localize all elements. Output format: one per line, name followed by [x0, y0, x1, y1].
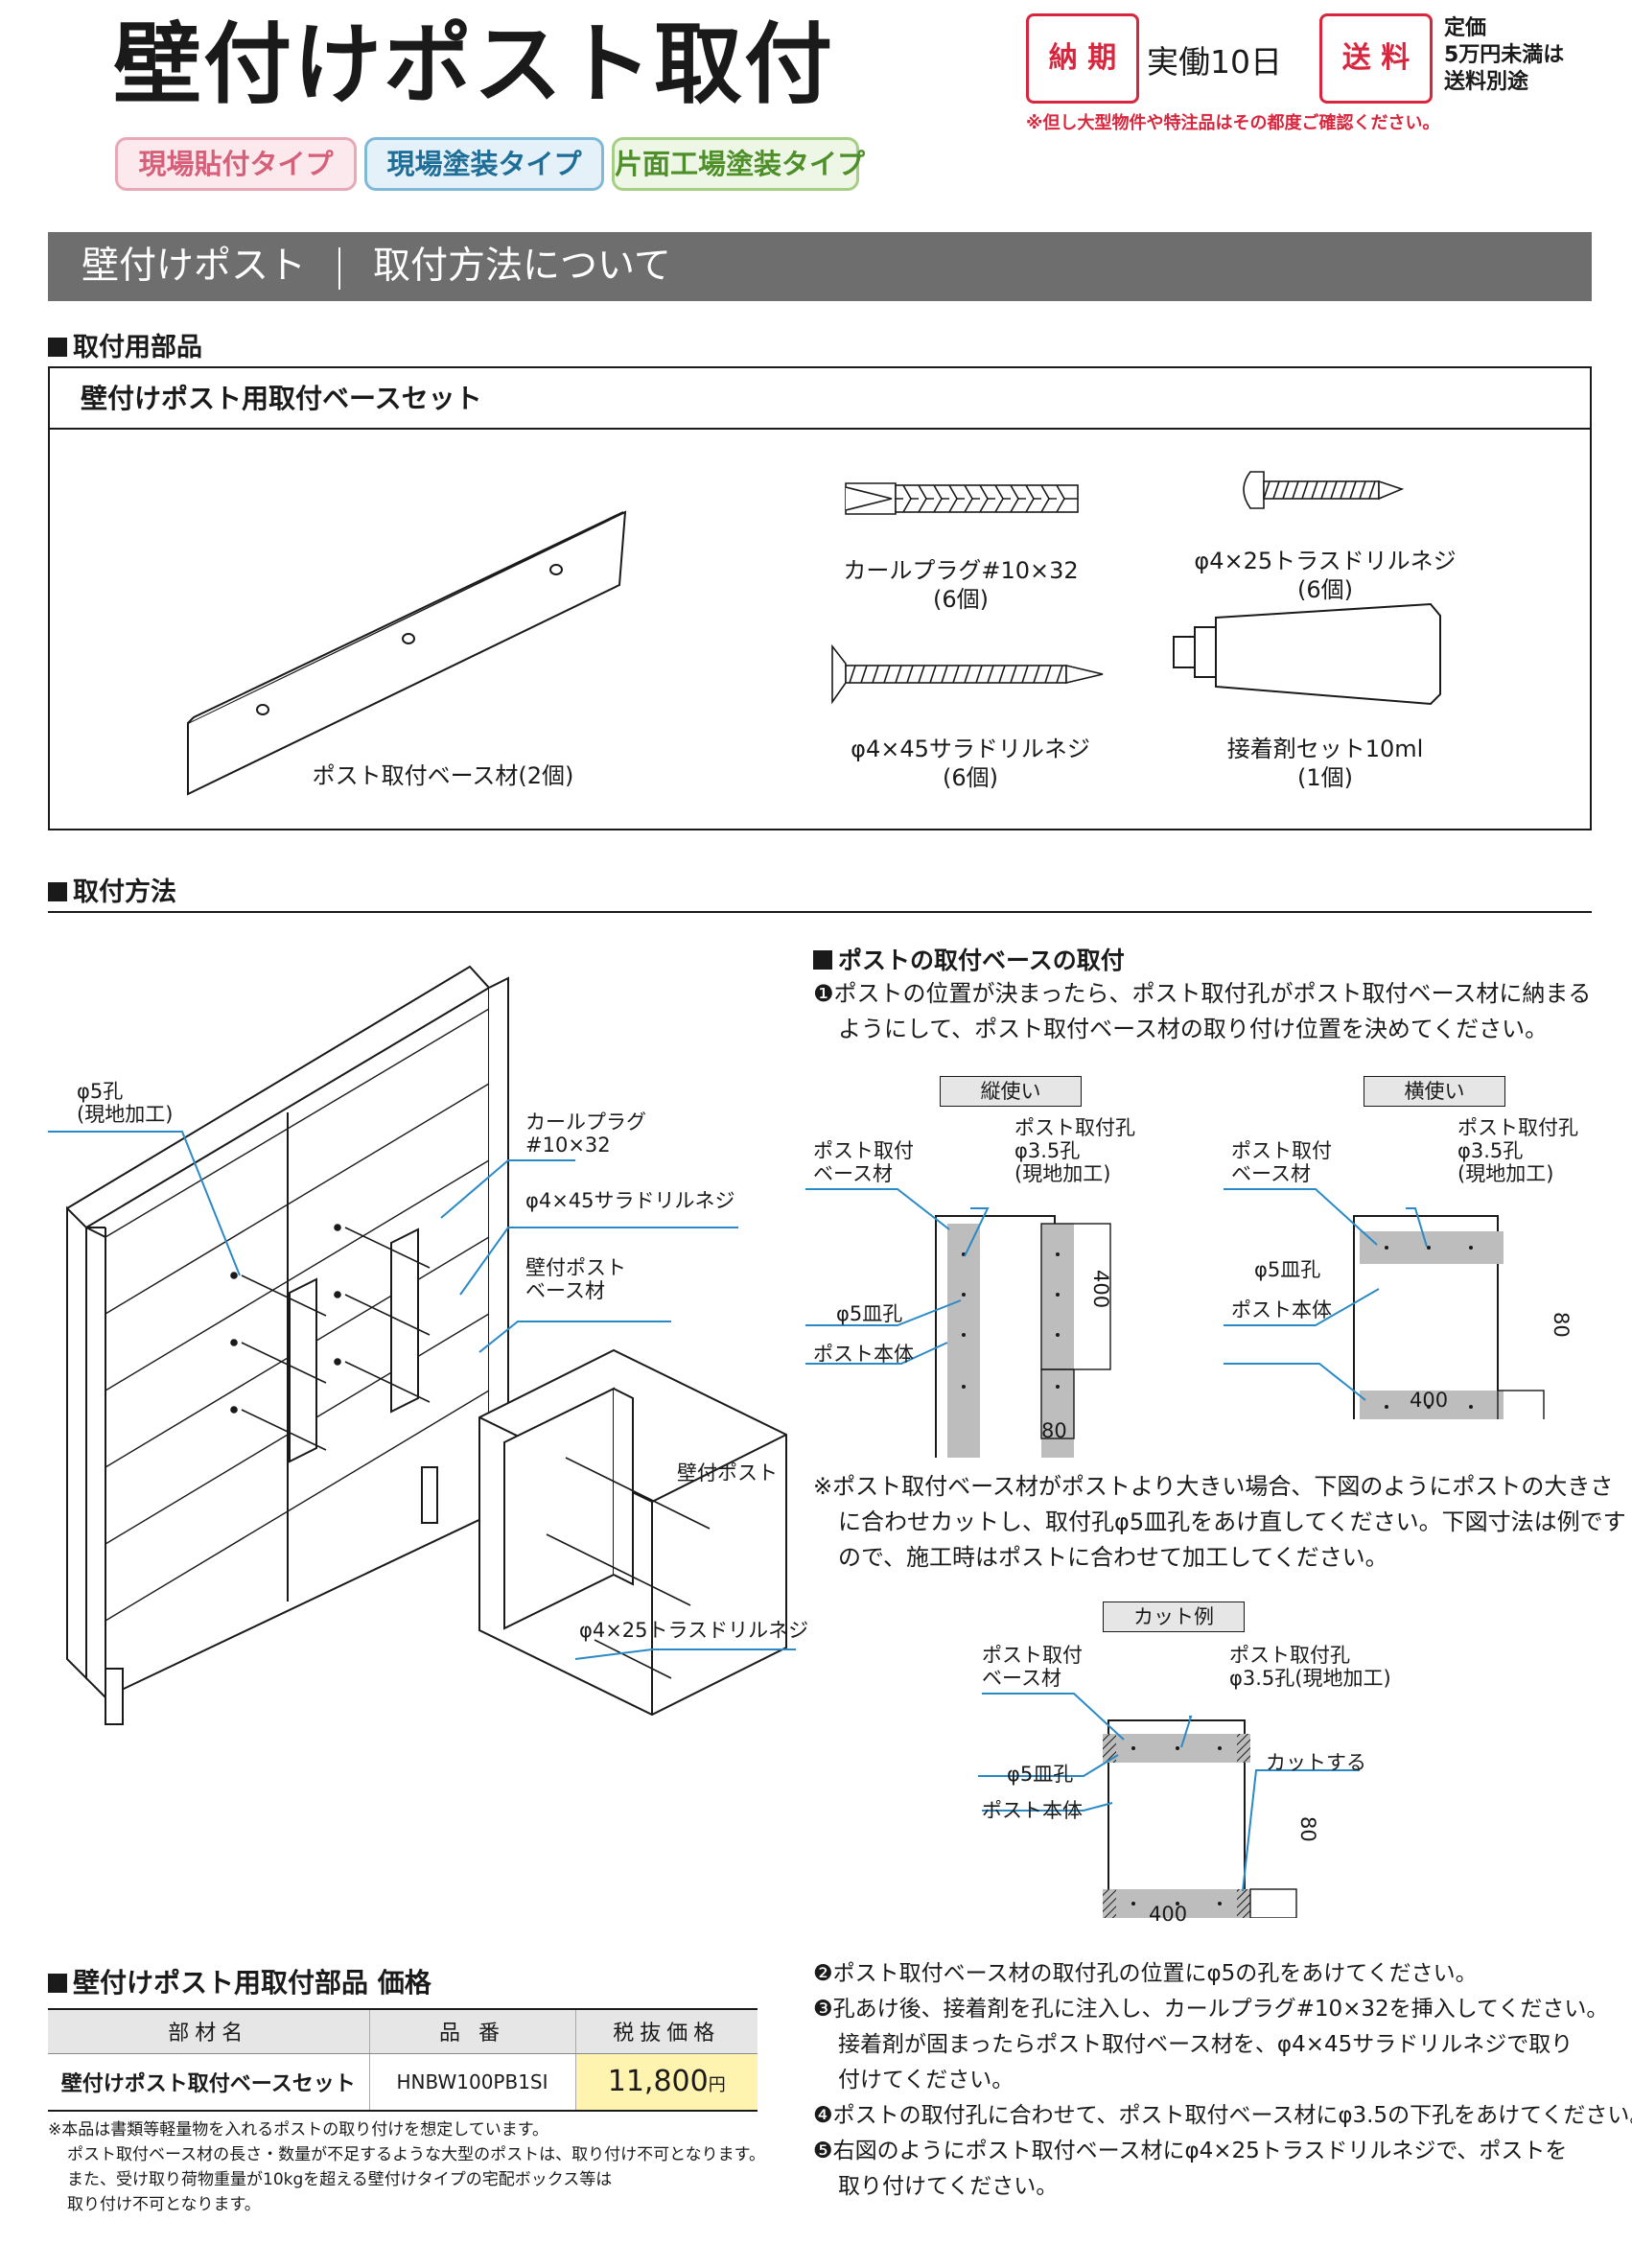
horizontal-dim-height: 80: [1550, 1312, 1573, 1338]
row-name: 壁付けポスト取付ベースセット: [48, 2053, 369, 2112]
steps-list: ❷ポスト取付ベース材の取付孔の位置にφ5の孔をあけてください。 ❸孔あけ後、接着…: [813, 1956, 1632, 2205]
sub-heading: ポストの取付ベースの取付: [813, 942, 1125, 976]
cut-dim-width: 400: [1149, 1903, 1188, 1926]
cut-do-label: カットする: [1266, 1751, 1366, 1774]
step-4: ❹ポストの取付孔に合わせて、ポスト取付ベース材にφ3.5の下孔をあけてください。: [813, 2103, 1632, 2128]
base-plate-illustration: [187, 510, 627, 796]
installation-diagram: [48, 965, 796, 1725]
col-code: 品 番: [368, 2008, 575, 2054]
vertical-hole-label: ポスト取付孔 φ3.5孔 (現地加工): [1014, 1116, 1135, 1185]
step-5: ❺右図のようにポスト取付ベース材にφ4×25トラスドリルネジで、ポストを: [813, 2139, 1568, 2163]
horizontal-base-label: ポスト取付 ベース材: [1231, 1139, 1332, 1185]
label-curl-plug: カールプラグ #10×32: [525, 1111, 646, 1157]
header-notice: ※但し大型物件や特注品はその都度ご確認ください。: [1026, 113, 1440, 133]
caption-curl-plug: カールプラグ#10×32 (6個): [843, 557, 1079, 613]
table-row: 壁付けポスト取付ベースセット HNBW100PB1SI 11,800円: [48, 2053, 758, 2112]
cut-dim-height: 80: [1296, 1816, 1319, 1842]
label-base: 壁付ポスト ベース材: [525, 1256, 626, 1302]
row-price: 11,800円: [574, 2053, 758, 2112]
step-3: ❸孔あけ後、接着剤を孔に注入し、カールプラグ#10×32を挿入してください。: [813, 1997, 1609, 2022]
method-divider: [48, 911, 1592, 913]
caption-adhesive: 接着剤セット10ml (1個): [1226, 736, 1424, 791]
parts-box: 壁付けポスト用取付ベースセット: [48, 366, 1592, 830]
label-screw25: φ4×25トラスドリルネジ: [579, 1619, 809, 1642]
shipping-label: 送 料: [1319, 13, 1433, 104]
cut-body-label: ポスト本体: [982, 1799, 1083, 1822]
method-heading: 取付方法: [48, 871, 176, 908]
caption-base-plate: ポスト取付ベース材(2個): [312, 762, 574, 789]
delivery-value: 実働10日: [1147, 43, 1282, 81]
cut-label: カット例: [1103, 1602, 1245, 1632]
vertical-diagram: [805, 1188, 1111, 1458]
parts-box-title: 壁付けポスト用取付ベースセット: [50, 368, 1590, 430]
horizontal-label: 横使い: [1364, 1076, 1505, 1107]
delivery-label: 納 期: [1026, 13, 1139, 104]
horizontal-dim-width: 400: [1410, 1389, 1449, 1412]
row-code: HNBW100PB1SI: [368, 2053, 575, 2112]
tag-factory-paint: 片面工場塗装タイプ: [612, 137, 865, 191]
shipping-note: 定価 5万円未満は 送料別途: [1444, 16, 1565, 94]
caption-flat-screw: φ4×45サラドリルネジ (6個): [851, 736, 1090, 791]
flat-screw-illustration: [831, 643, 1104, 705]
price-heading: 壁付けポスト用取付部品 価格: [48, 1962, 431, 2000]
curl-plug-illustration: [845, 482, 1079, 515]
step-1: ❶ポストの位置が決まったら、ポスト取付孔がポスト取付ベース材に納まる ようにして…: [813, 980, 1592, 1042]
truss-screw-illustration: [1243, 471, 1405, 509]
tag-on-site-paste: 現場貼付タイプ: [115, 137, 357, 191]
label-post: 壁付ポスト: [677, 1461, 778, 1485]
cut-diagram: [978, 1693, 1360, 1918]
horizontal-hole-label: ポスト取付孔 φ3.5孔 (現地加工): [1457, 1116, 1578, 1185]
col-name: 部材名: [48, 2008, 369, 2054]
cut-hole-label: ポスト取付孔 φ3.5孔(現地加工): [1229, 1644, 1391, 1690]
section-band: 壁付けポスト取付方法について: [48, 232, 1592, 301]
step-2: ❷ポスト取付ベース材の取付孔の位置にφ5の孔をあけてください。: [813, 1961, 1478, 1986]
horizontal-diagram: [1224, 1188, 1545, 1419]
price-table: 部材名 品 番 税抜価格 壁付けポスト取付ベースセット HNBW100PB1SI…: [48, 2008, 758, 2112]
cut-note: ※ポスト取付ベース材がポストより大きい場合、下図のようにポストの大きさ に合わせ…: [813, 1473, 1626, 1571]
vertical-label: 縦使い: [940, 1076, 1082, 1107]
label-hole5: φ5孔 (現地加工): [77, 1080, 174, 1126]
parts-heading: 取付用部品: [48, 326, 202, 363]
page-title: 壁付けポスト取付: [113, 13, 835, 116]
vertical-dim-height: 400: [1089, 1270, 1112, 1309]
col-price: 税抜価格: [574, 2008, 758, 2054]
price-table-header: 部材名 品 番 税抜価格: [48, 2008, 758, 2054]
cut-base-label: ポスト取付 ベース材: [982, 1644, 1083, 1690]
vertical-base-label: ポスト取付 ベース材: [813, 1139, 914, 1185]
caption-truss-screw: φ4×25トラスドリルネジ (6個): [1194, 548, 1457, 603]
adhesive-tube-illustration: [1173, 602, 1441, 706]
horizontal-countersink-label: φ5皿孔: [1254, 1258, 1321, 1281]
price-notes: ※本品は書類等軽量物を入れるポストの取り付けを想定しています。 ポスト取付ベース…: [48, 2120, 765, 2214]
vertical-body-label: ポスト本体: [813, 1343, 914, 1366]
cut-countersink-label: φ5皿孔: [1007, 1763, 1074, 1786]
horizontal-body-label: ポスト本体: [1231, 1298, 1332, 1321]
label-screw45: φ4×45サラドリルネジ: [525, 1189, 735, 1212]
tag-on-site-paint: 現場塗装タイプ: [364, 137, 604, 191]
vertical-dim-width: 80: [1041, 1419, 1067, 1442]
vertical-countersink-label: φ5皿孔: [836, 1302, 903, 1325]
parts-illustrations: [187, 471, 1441, 796]
